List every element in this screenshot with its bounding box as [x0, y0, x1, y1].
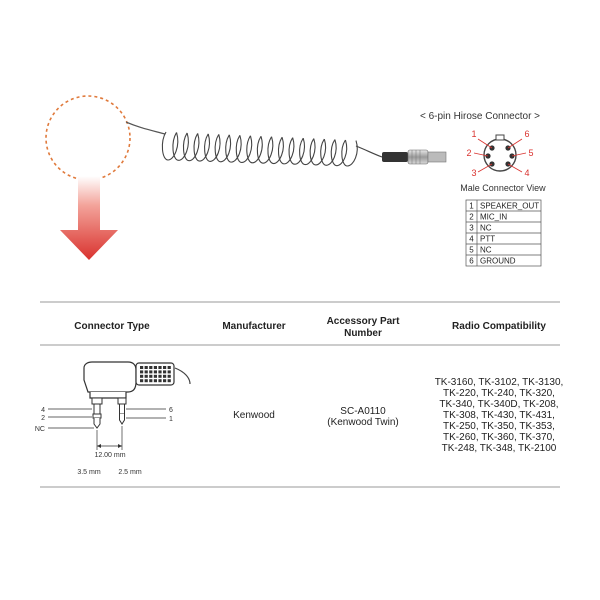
cable-wire	[125, 121, 166, 135]
hirose-plug	[382, 149, 447, 165]
coil-loop	[182, 132, 200, 162]
pin-label: 6	[524, 129, 529, 139]
header-part-number-2: Number	[344, 328, 382, 339]
pin-label: 5	[528, 148, 533, 158]
header-radio-compat: Radio Compatibility	[452, 321, 546, 332]
pin-number: 2	[469, 213, 474, 222]
compat-line: TK-248, TK-348, TK-2100	[442, 443, 557, 454]
coil-loop	[267, 136, 284, 165]
coil-loop	[225, 134, 242, 163]
pin-number: 3	[469, 224, 474, 233]
coil-loop	[320, 138, 337, 166]
coil-loop	[204, 133, 221, 162]
pin-label: 2	[466, 148, 471, 158]
pin-label: 1	[471, 129, 476, 139]
header-connector-type: Connector Type	[74, 321, 150, 332]
coil-loop	[299, 137, 316, 166]
left-pin-size-label: 3.5 mm	[77, 469, 101, 476]
pin-spacing-label: 12.00 mm	[94, 452, 125, 459]
cell-part-number-1: SC-A0110	[340, 406, 386, 417]
pin-function: NC	[480, 246, 492, 255]
coil-loop	[214, 134, 232, 163]
cell-manufacturer: Kenwood	[233, 410, 275, 421]
pin-function: SPEAKER_OUT	[480, 202, 539, 211]
pin-label: 4	[524, 168, 529, 178]
coil-loop	[256, 135, 274, 164]
compat-line: TK-3160, TK-3102, TK-3130,	[435, 377, 564, 388]
coil-loop	[235, 135, 253, 164]
compat-line: TK-308, TK-430, TK-431,	[443, 410, 555, 421]
right-pin-size-label: 2.5 mm	[118, 469, 142, 476]
connector-title: < 6-pin Hirose Connector >	[420, 111, 540, 122]
coil-loop	[309, 138, 327, 166]
coil-loop	[161, 131, 179, 161]
coil-loop	[246, 135, 263, 164]
coil-loop	[330, 139, 348, 167]
header-part-number-1: Accessory Part	[327, 316, 400, 327]
compat-line: TK-250, TK-350, TK-353,	[443, 421, 555, 432]
earpiece-dashed-circle	[45, 95, 131, 181]
down-arrow-icon	[60, 176, 118, 260]
header-manufacturer: Manufacturer	[222, 321, 285, 332]
coil-loop	[193, 133, 210, 162]
coil-loop	[277, 136, 295, 165]
cell-radio-compat: TK-3160, TK-3102, TK-3130,TK-220, TK-240…	[435, 377, 564, 454]
pin-function: NC	[480, 224, 492, 233]
pin-function: MIC_IN	[480, 213, 507, 222]
pin-function: PTT	[480, 235, 495, 244]
pin-number: 5	[469, 246, 474, 255]
connector-view-label: Male Connector View	[460, 183, 546, 193]
plug-pin-label: 6	[169, 407, 173, 414]
cable-illustration	[45, 95, 447, 181]
coil-loop	[172, 132, 189, 161]
connector-pin-face: 1 6 2 5 3 4	[466, 129, 533, 178]
strain-relief-grip	[140, 366, 171, 383]
compat-line: TK-340, TK-340D, TK-208,	[439, 399, 558, 410]
coiled-cord	[161, 131, 383, 167]
plug-pin-label: 1	[169, 416, 173, 423]
plug-pin-label: NC	[35, 426, 45, 433]
coil-loop	[341, 139, 358, 167]
pin-number: 4	[469, 235, 474, 244]
plug-pin-label: 2	[41, 415, 45, 422]
pin-number: 1	[469, 202, 474, 211]
kenwood-twin-plug-drawing	[48, 361, 191, 450]
compat-line: TK-220, TK-240, TK-320,	[443, 388, 555, 399]
pin-number: 6	[469, 257, 474, 266]
compat-line: TK-260, TK-360, TK-370,	[443, 432, 555, 443]
coil-loop	[288, 137, 305, 165]
pin-function: GROUND	[480, 257, 516, 266]
plug-pin-label: 4	[41, 407, 45, 414]
cable-wire	[355, 145, 383, 158]
cell-part-number-2: (Kenwood Twin)	[327, 417, 399, 428]
pin-label: 3	[471, 168, 476, 178]
